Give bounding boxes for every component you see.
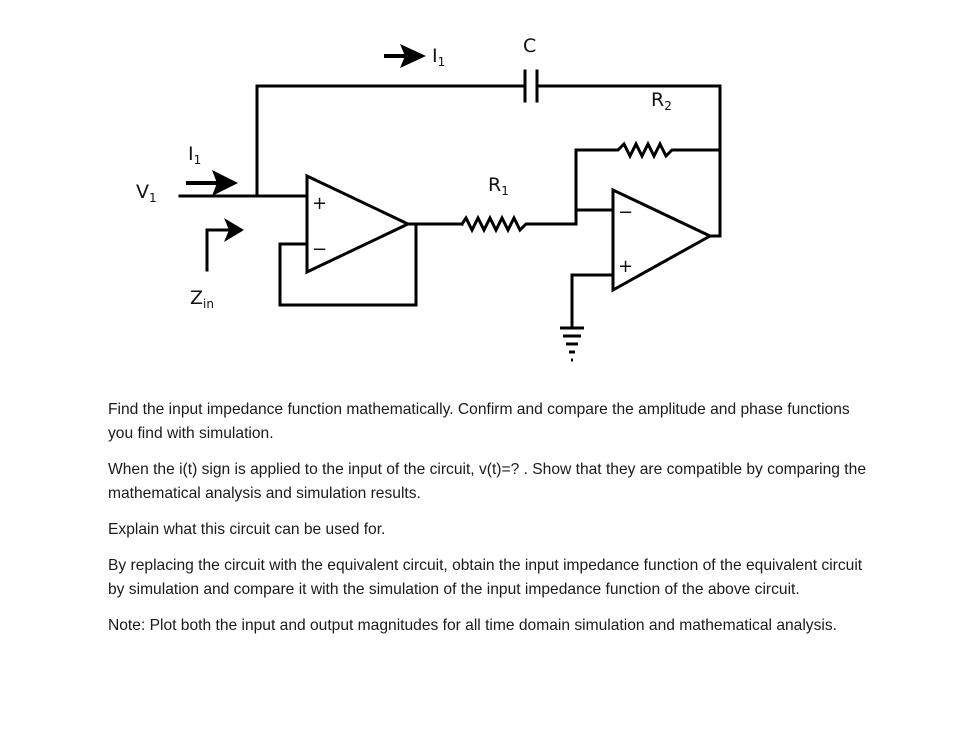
question-text: Find the input impedance function mathem… [108, 398, 868, 650]
opamp-2-plus-sign: + [618, 256, 633, 277]
r1-to-opamp-2-wire [530, 148, 610, 226]
label-r2: R2 [651, 89, 672, 113]
paragraph-3: Explain what this circuit can be used fo… [108, 521, 386, 538]
ground-icon [560, 326, 584, 362]
paragraph-2: When the i(t) sign is applied to the inp… [108, 461, 866, 502]
opamp-1-feedback [278, 222, 418, 307]
arrow-right-icon [384, 44, 426, 68]
paragraph-5: Note: Plot both the input and output mag… [108, 617, 837, 634]
opamp-2 [611, 187, 714, 293]
label-c: C [523, 35, 536, 57]
r2-resistor [606, 140, 722, 160]
arrow-right-icon [186, 170, 238, 196]
opamp-2-plus-wire [570, 273, 615, 330]
r1-resistor [459, 214, 534, 234]
label-v1: V1 [136, 181, 157, 205]
label-i1-top: I1 [432, 45, 445, 69]
opamp-2-output-wire [708, 148, 722, 238]
label-i1-left: I1 [188, 143, 201, 167]
opamp-2-minus-sign: − [618, 202, 633, 223]
circuit-diagram: I1 C R2 I1 V1 R1 Zin + − − + [136, 35, 722, 362]
label-zin: Zin [190, 287, 214, 311]
arrow-head-icon [224, 218, 244, 242]
zin-arrow-shaft [205, 228, 234, 272]
opamp-1-minus-sign: − [312, 239, 327, 260]
paragraph-4: By replacing the circuit with the equiva… [108, 557, 863, 598]
opamp-1-plus-sign: + [312, 193, 327, 214]
label-r1: R1 [488, 174, 509, 198]
opamp-1 [305, 173, 412, 275]
paragraph-1: Find the input impedance function mathem… [108, 401, 850, 442]
top-wire [255, 84, 527, 198]
